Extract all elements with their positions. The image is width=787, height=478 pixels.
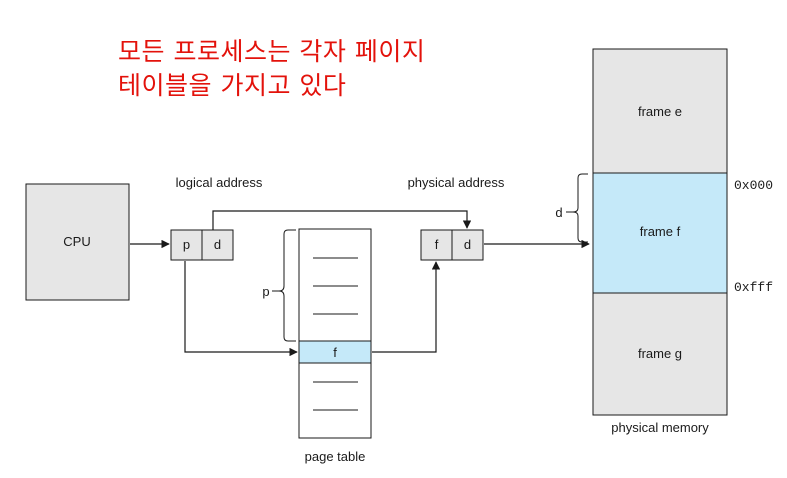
frame-g-label: frame g [638,346,682,361]
heading-line-2: 테이블을 가지고 있다 [118,71,347,100]
physical-f-label: f [435,237,439,252]
physical-address-label: physical address [408,175,505,190]
d-brace [572,173,588,243]
page-table-entry-f-label: f [333,345,337,360]
p-brace-label: p [262,284,269,299]
logical-d-label: d [214,237,221,252]
address-end-label: 0xfff [734,280,773,295]
page-table-box [298,228,372,439]
d-brace-label: d [555,205,562,220]
physical-memory-label: physical memory [611,420,709,435]
logical-d-cell [201,229,234,261]
frame-g-box [592,292,728,416]
logical-address-label: logical address [176,175,263,190]
p-to-page-table-arrow [184,261,298,357]
frame-f-label: frame f [640,224,681,239]
logical-p-label: p [183,237,190,252]
cpu-label: CPU [63,234,90,249]
heading-line-1: 모든 프로세스는 각자 페이지 [118,37,426,66]
p-brace [278,229,296,342]
page-table-highlighted-entry [298,340,372,364]
page-table-label: page table [305,449,366,464]
frame-e-label: frame e [638,104,682,119]
frame-e-box [592,48,728,174]
offset-d-arrow [212,210,472,230]
physical-d-label: d [464,237,471,252]
frame-f-box [592,172,728,294]
cpu-box [25,183,130,301]
page-table-to-frame-arrow [372,261,441,353]
physical-d-cell [451,229,484,261]
address-start-label: 0x000 [734,178,773,193]
physical-f-cell [420,229,453,261]
